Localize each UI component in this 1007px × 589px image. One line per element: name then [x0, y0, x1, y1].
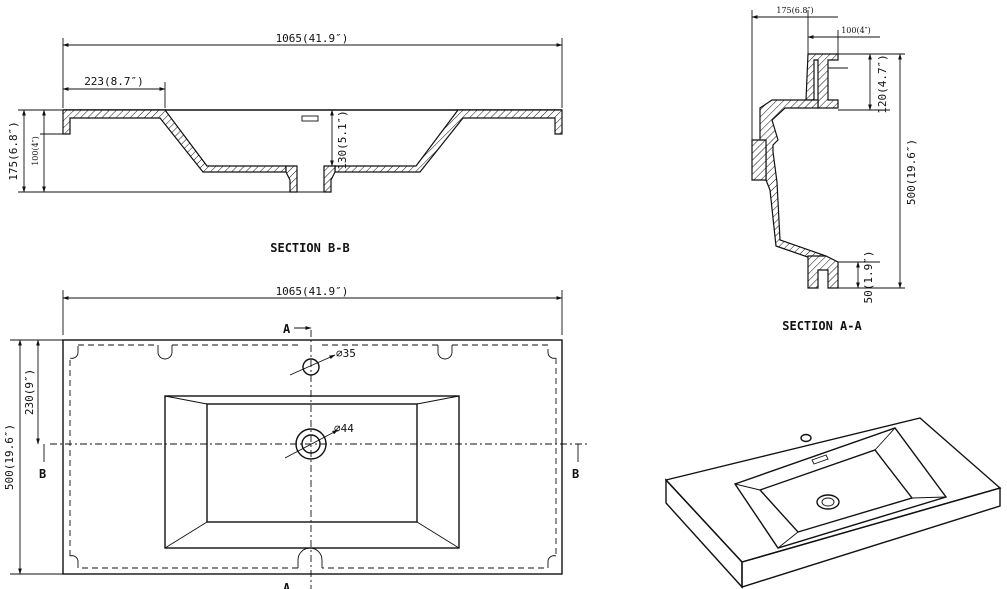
front-rim-wall — [807, 255, 839, 289]
iso-overflow-slot — [811, 454, 829, 465]
width-dimension-label: 1065(41.9″) — [276, 285, 349, 298]
countertop-outline — [62, 339, 563, 575]
overflow-slot — [301, 115, 319, 122]
notch-right — [437, 345, 453, 360]
corner-left-bottom — [69, 555, 79, 563]
section-aa-title: SECTION A-A — [782, 319, 862, 333]
basin-edge — [164, 395, 208, 405]
iso-basin-edge — [734, 483, 761, 491]
iso-faucet-hole — [800, 433, 812, 443]
depth-dimension-label: 500(19.6″) — [905, 139, 918, 205]
isometric-view — [664, 417, 1002, 589]
height-dimension-label: 175(6.8″) — [7, 121, 20, 181]
offset-dimension-label: 230(9″) — [23, 369, 36, 415]
top-dimension-label: 175(6.8″) — [776, 6, 813, 15]
faucet-hole — [302, 358, 320, 376]
section-bb-title: SECTION B-B — [270, 241, 349, 255]
basin-floor — [206, 403, 418, 523]
iso-basin-edge — [777, 531, 799, 549]
iso-drain-outer — [816, 494, 840, 510]
section-marker-b-right: B — [572, 467, 579, 481]
inner-dimension-label: 100(4″) — [31, 136, 40, 166]
iso-basin-edge — [874, 427, 896, 451]
iso-front-edge — [741, 487, 1001, 588]
iso-basin-edge — [911, 496, 947, 499]
section-wall-right — [334, 109, 563, 173]
faucet-hole-leader — [289, 354, 336, 376]
section-marker-b-left: B — [39, 467, 46, 481]
notch-left — [157, 345, 173, 360]
corner-left-top — [69, 351, 79, 359]
corner-right-bottom — [547, 555, 557, 563]
overflow-dimension-label: 120(4.7″) — [876, 54, 889, 114]
notch-front — [297, 547, 323, 568]
drain-label: ⌀44 — [334, 422, 354, 435]
basin-edge — [416, 521, 460, 549]
basin-profile-wall — [759, 99, 827, 263]
ledge-dimension-label: 223(8.7″) — [84, 75, 144, 88]
plan-view: 1065(41.9″) ⌀35 ⌀44 A A — [3, 285, 590, 589]
section-wall-left — [62, 109, 287, 173]
drain-wall-right — [323, 165, 336, 193]
overflow-wall — [751, 139, 767, 181]
width-dimension-label: 1065(41.9″) — [276, 32, 349, 45]
section-marker-a-bottom: A — [283, 581, 291, 589]
depth-dimension-label: 500(19.6″) — [3, 424, 16, 490]
section-bb: 1065(41.9″) 223(8.7″) 175(6.8″) 100(4″) … — [7, 32, 563, 255]
faucet-hole-label: ⌀35 — [336, 347, 356, 360]
bottom-dimension-label: 50(1.9″) — [862, 251, 875, 304]
basin-edge — [416, 395, 460, 405]
iso-top-face — [664, 417, 1002, 563]
corner-right-top — [547, 351, 557, 359]
depth-dimension-label: 130(5.1″) — [336, 110, 349, 170]
drain-leader — [284, 429, 339, 459]
basin-edge — [164, 521, 208, 549]
dashed-overhang-outline — [69, 344, 557, 569]
section-marker-a-top: A — [283, 322, 291, 336]
drain-outer — [295, 428, 327, 460]
iso-left-edge — [665, 478, 743, 589]
section-aa: 175(6.8″) 100(4″) 120(4.7″) 500(19.6″) 5… — [751, 6, 918, 333]
iso-drain-inner — [821, 497, 835, 507]
inner-dimension-label: 100(4″) — [841, 26, 871, 35]
basin-outline — [164, 395, 460, 549]
drain-wall-left — [285, 165, 298, 193]
drain-inner — [301, 434, 321, 454]
